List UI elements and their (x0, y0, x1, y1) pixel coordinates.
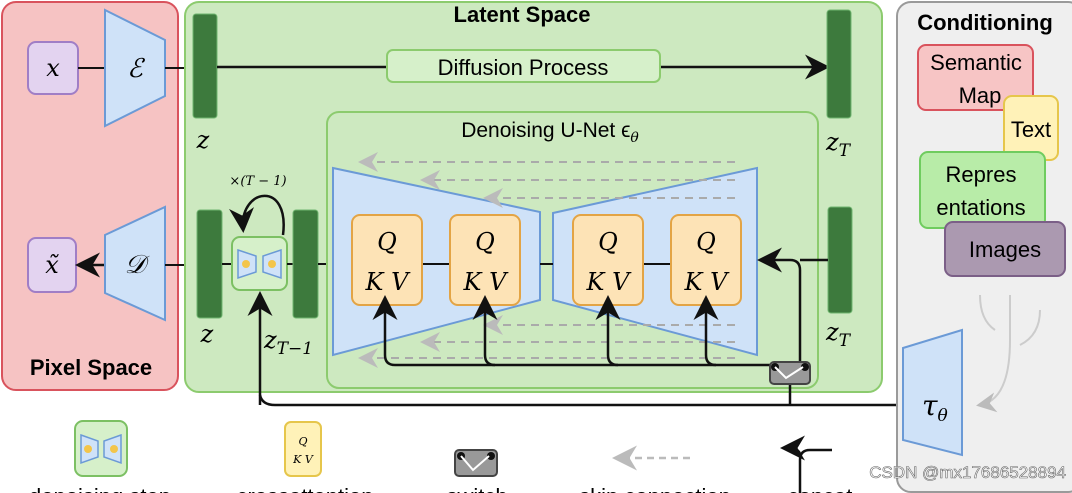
conditioning-tree-lines (976, 294, 1041, 413)
images-label: Images (969, 237, 1041, 262)
svg-text:Q: Q (377, 228, 397, 256)
svg-text:K V: K V (463, 268, 510, 296)
latent-zT-label: zT (825, 128, 852, 161)
representations-label-2: entations (936, 195, 1025, 220)
text-label: Text (1011, 117, 1051, 142)
legend-concat-icon (785, 448, 832, 493)
latent-z-label: z (196, 126, 210, 154)
qkv-block-2: Q K V (449, 214, 521, 306)
zT1-label: zT−1 (263, 326, 313, 359)
pixel-space-panel: Pixel Space x ℰ x̃ 𝒟 (1, 1, 197, 391)
qkv-block-3: Q K V (572, 214, 644, 306)
legend-label-denoising-step: denoising step (29, 484, 171, 493)
legend-label-switch: switch (446, 484, 507, 493)
svg-text:K V: K V (684, 268, 731, 296)
svg-text:K V: K V (292, 453, 314, 466)
diffusion-process-label: Diffusion Process (438, 55, 609, 80)
skip-connections (358, 152, 735, 368)
latent-z-bar (192, 13, 218, 119)
input-x-label: x (46, 54, 60, 82)
semantic-map-label-2: Map (959, 83, 1002, 108)
conditioning-title: Conditioning (917, 10, 1053, 35)
watermark: CSDN @mx17686528894 (869, 463, 1066, 482)
semantic-map-box (917, 44, 1034, 111)
output-x-tilde-label: x̃ (45, 251, 59, 279)
z-bar-bottom (196, 209, 223, 319)
tau-label: τθ (922, 389, 948, 426)
switch-icon (769, 361, 811, 385)
qkv-block-1: Q K V (351, 214, 423, 306)
denoising-step-block (231, 236, 288, 291)
qkv-block-4: Q K V (670, 214, 742, 306)
tau-encoder-trapezoid (902, 328, 963, 457)
representations-label: Repres (946, 162, 1017, 187)
zT-bar-bottom (827, 206, 853, 314)
legend-label-skip-connection: skip connection (579, 484, 731, 493)
conditioning-panel: Conditioning Semantic Map Text Repres en… (896, 1, 1072, 493)
legend: Q K V denoising step crossattention swit… (29, 420, 853, 493)
unet-title: Denoising U-Net ϵθ (461, 119, 639, 146)
semantic-map-label: Semantic (930, 50, 1022, 75)
encoder-label: ℰ (127, 54, 145, 84)
latent-zT-bar (826, 9, 852, 119)
conditioning-routing (258, 247, 903, 407)
pixel-space-title: Pixel Space (30, 355, 152, 380)
repeat-label: ×(T − 1) (229, 174, 286, 189)
svg-text:K V: K V (586, 268, 633, 296)
svg-text:Q: Q (598, 228, 618, 256)
svg-text:Q: Q (475, 228, 495, 256)
zT-bottom-label: zT (825, 318, 852, 351)
legend-denoising-step-icon (74, 420, 128, 477)
latent-space-title: Latent Space (454, 2, 591, 27)
repeat-loop-arrow (229, 194, 285, 236)
legend-label-crossattention: crossattention (237, 484, 374, 493)
decoder-trapezoid (104, 205, 166, 322)
legend-label-concat: concat (788, 484, 853, 493)
legend-switch-icon (454, 449, 498, 477)
z-bottom-label: z (200, 320, 214, 348)
diffusion-process-box (386, 49, 661, 83)
svg-text:K V: K V (365, 268, 412, 296)
zT1-bar (292, 209, 319, 319)
svg-text:Q: Q (696, 228, 716, 256)
encoder-trapezoid (104, 8, 166, 128)
legend-crossattention-icon: Q K V (284, 421, 322, 477)
unet-panel: Denoising U-Net ϵθ Q K V Q K V Q K (258, 111, 903, 407)
images-box (944, 221, 1066, 277)
svg-text:Q: Q (298, 435, 307, 448)
